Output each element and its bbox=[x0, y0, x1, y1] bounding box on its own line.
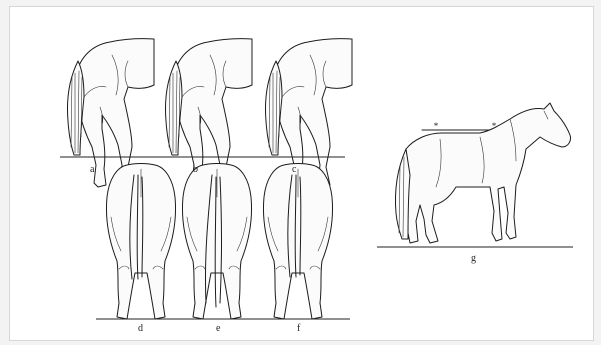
svg-text:*: * bbox=[434, 121, 439, 131]
conformation-drawing: * * bbox=[10, 7, 593, 340]
label-e: e bbox=[216, 324, 220, 334]
label-f: f bbox=[297, 324, 300, 334]
panel-d-drawing bbox=[106, 164, 175, 320]
label-d: d bbox=[138, 324, 143, 334]
panel-e-drawing bbox=[182, 164, 251, 320]
label-a: a bbox=[90, 165, 94, 175]
label-g: g bbox=[471, 254, 476, 264]
figure-page: * * a b c d e f g bbox=[9, 6, 594, 341]
panel-f-drawing bbox=[263, 164, 332, 320]
panel-g-drawing: * * bbox=[377, 103, 573, 247]
label-c: c bbox=[292, 165, 296, 175]
label-b: b bbox=[193, 165, 198, 175]
